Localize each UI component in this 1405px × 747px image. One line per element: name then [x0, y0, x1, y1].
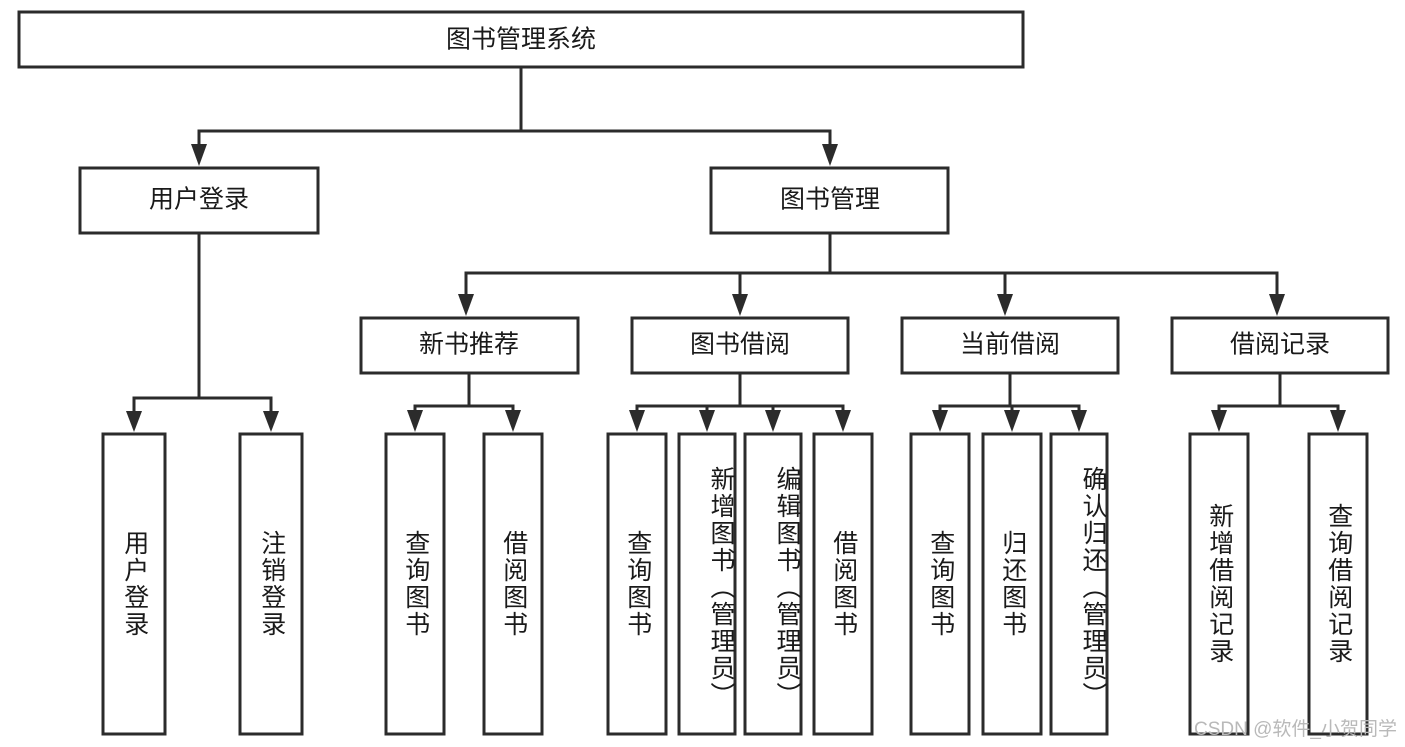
node-root-box[interactable] — [17, 10, 1025, 69]
leaf-box-user-login[interactable] — [101, 432, 167, 736]
leaf-box-add-borrow-record[interactable] — [1188, 432, 1250, 736]
connector-group-new-book-rec — [407, 371, 521, 432]
arrow-head-bb-leaf-3 — [765, 410, 781, 432]
node-new-book-recommend-label: 新书推荐 — [419, 331, 519, 359]
node-root[interactable]: 图书管理系统 — [17, 10, 1025, 69]
leaf-box-query-book-cb[interactable] — [909, 432, 971, 736]
node-book-borrow-label: 图书借阅 — [690, 331, 790, 359]
node-user-login-label: 用户登录 — [149, 186, 249, 214]
node-book-borrow[interactable]: 图书借阅 — [630, 316, 850, 375]
node-new-book-recommend[interactable]: 新书推荐 — [359, 316, 580, 375]
node-current-borrow-label: 当前借阅 — [960, 331, 1060, 359]
arrow-head-borrow-record — [1269, 294, 1285, 316]
arrow-head-leaf-user-login — [126, 411, 142, 432]
leaf-box-edit-book-admin[interactable] — [743, 432, 803, 736]
arrow-head-leaf-logout — [263, 411, 279, 432]
leaf-box-query-book-nbr[interactable] — [384, 432, 446, 736]
leaf-box-query-borrow-record[interactable] — [1307, 432, 1369, 736]
node-user-login[interactable]: 用户登录 — [78, 166, 320, 235]
arrow-head-cb-leaf-1 — [932, 410, 948, 432]
arrow-head-book-borrow — [732, 294, 748, 316]
arrow-head-nbr-leaf-1 — [407, 410, 423, 432]
node-current-borrow[interactable]: 当前借阅 — [900, 316, 1120, 375]
connector-group-user-login — [126, 231, 279, 432]
arrow-head-bb-leaf-1 — [629, 410, 645, 432]
node-book-management[interactable]: 图书管理 — [709, 166, 950, 235]
node-borrow-record-label: 借阅记录 — [1230, 331, 1330, 359]
arrow-head-bb-leaf-4 — [835, 410, 851, 432]
node-new-book-recommend-box[interactable] — [359, 316, 580, 375]
connector-group-book-borrow — [629, 371, 851, 432]
connector-group-borrow-record — [1211, 371, 1346, 432]
node-borrow-record-box[interactable] — [1170, 316, 1390, 375]
arrow-head-br-leaf-2 — [1330, 410, 1346, 432]
arrow-head-bb-leaf-2 — [699, 410, 715, 432]
node-book-management-box[interactable] — [709, 166, 950, 235]
leaf-box-confirm-return-admin[interactable] — [1049, 432, 1109, 736]
arrow-head-nbr-leaf-2 — [505, 410, 521, 432]
node-borrow-record[interactable]: 借阅记录 — [1170, 316, 1390, 375]
connector-group-root — [191, 65, 838, 166]
leaf-box-borrow-book-nbr[interactable] — [482, 432, 544, 736]
node-book-borrow-box[interactable] — [630, 316, 850, 375]
node-user-login-box[interactable] — [78, 166, 320, 235]
connector-group-book-mgmt — [458, 231, 1285, 316]
arrow-head-user-login — [191, 144, 207, 166]
node-book-management-label: 图书管理 — [780, 186, 880, 214]
leaf-box-logout[interactable] — [238, 432, 304, 736]
arrow-head-new-book-rec — [458, 294, 474, 316]
leaf-box-add-book-admin[interactable] — [677, 432, 737, 736]
arrow-head-current-borrow — [997, 294, 1013, 316]
connector-group-current-borrow — [932, 371, 1087, 432]
leaf-box-borrow-book-bb[interactable] — [812, 432, 874, 736]
node-root-label: 图书管理系统 — [446, 26, 596, 54]
arrow-head-cb-leaf-3 — [1071, 410, 1087, 432]
leaf-box-query-book-bb[interactable] — [606, 432, 668, 736]
node-current-borrow-box[interactable] — [900, 316, 1120, 375]
arrow-head-br-leaf-1 — [1211, 410, 1227, 432]
leaf-box-group — [101, 432, 1369, 736]
leaf-box-return-book[interactable] — [981, 432, 1043, 736]
arrow-head-book-mgmt — [822, 144, 838, 166]
arrow-head-cb-leaf-2 — [1004, 410, 1020, 432]
csdn-watermark: CSDN @软件_小贺同学 — [1194, 719, 1397, 740]
